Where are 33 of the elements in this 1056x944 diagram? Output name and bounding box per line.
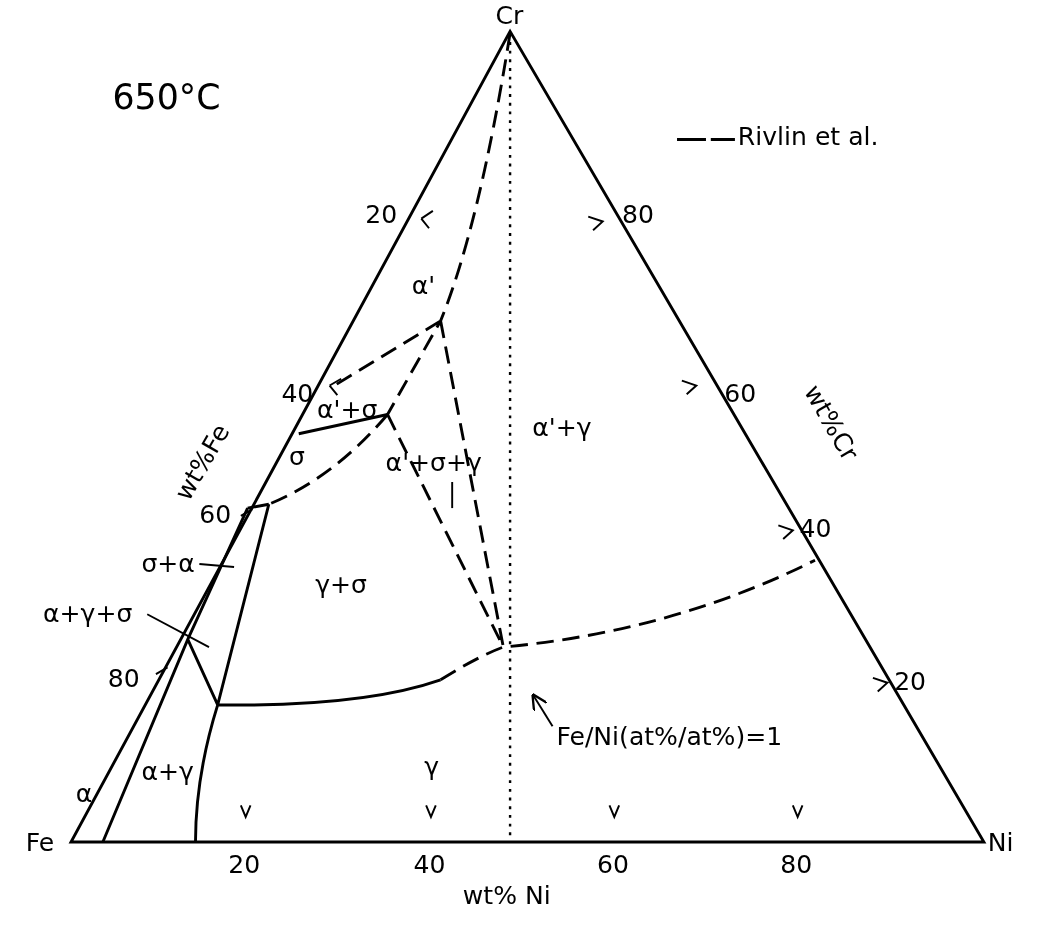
phase-region-label: α'+σ <box>317 397 378 423</box>
axis-title: wt% Ni <box>462 882 551 908</box>
legend-text: Rivlin et al. <box>737 124 879 150</box>
axis-tick-label: 20 <box>228 851 261 877</box>
vertex-label: Ni <box>987 829 1014 855</box>
leader-line <box>198 563 236 568</box>
leader-line <box>146 613 210 648</box>
axis-tick-label: 80 <box>107 665 140 691</box>
phase-region-label: σ <box>289 443 305 469</box>
phase-region-label: γ+σ <box>315 571 367 597</box>
phase-region-label: α <box>75 781 93 807</box>
leader-arrow <box>531 692 554 728</box>
phase-region-label: α+γ <box>141 759 194 785</box>
axis-tick-label: 20 <box>894 668 927 694</box>
axis-tick-label: 40 <box>799 515 832 541</box>
axis-tick-label: 40 <box>281 380 314 406</box>
phase-region-label: α' <box>411 272 436 298</box>
axis-tick-label: 60 <box>724 380 757 406</box>
annotation-text: Fe/Ni(at%/at%)=1 <box>556 723 783 749</box>
axis-tick-label: 80 <box>622 202 654 228</box>
phase-region-label: σ+α <box>141 550 195 576</box>
diagram-title: 650°C <box>112 79 221 115</box>
leader-line <box>451 481 454 510</box>
vertex-label: Cr <box>495 2 524 28</box>
phase-region-label: α+γ+σ <box>43 600 133 626</box>
axis-tick-label: 60 <box>596 851 629 877</box>
axis-tick-label: 40 <box>413 851 446 877</box>
axis-tick-label: 60 <box>199 501 232 527</box>
axis-tick-label: 80 <box>780 851 813 877</box>
axis-tick-label: 20 <box>365 202 398 228</box>
phase-region-label: α'+γ <box>532 414 592 440</box>
vertex-label: Fe <box>25 829 55 855</box>
phase-region-label: γ <box>424 754 440 780</box>
